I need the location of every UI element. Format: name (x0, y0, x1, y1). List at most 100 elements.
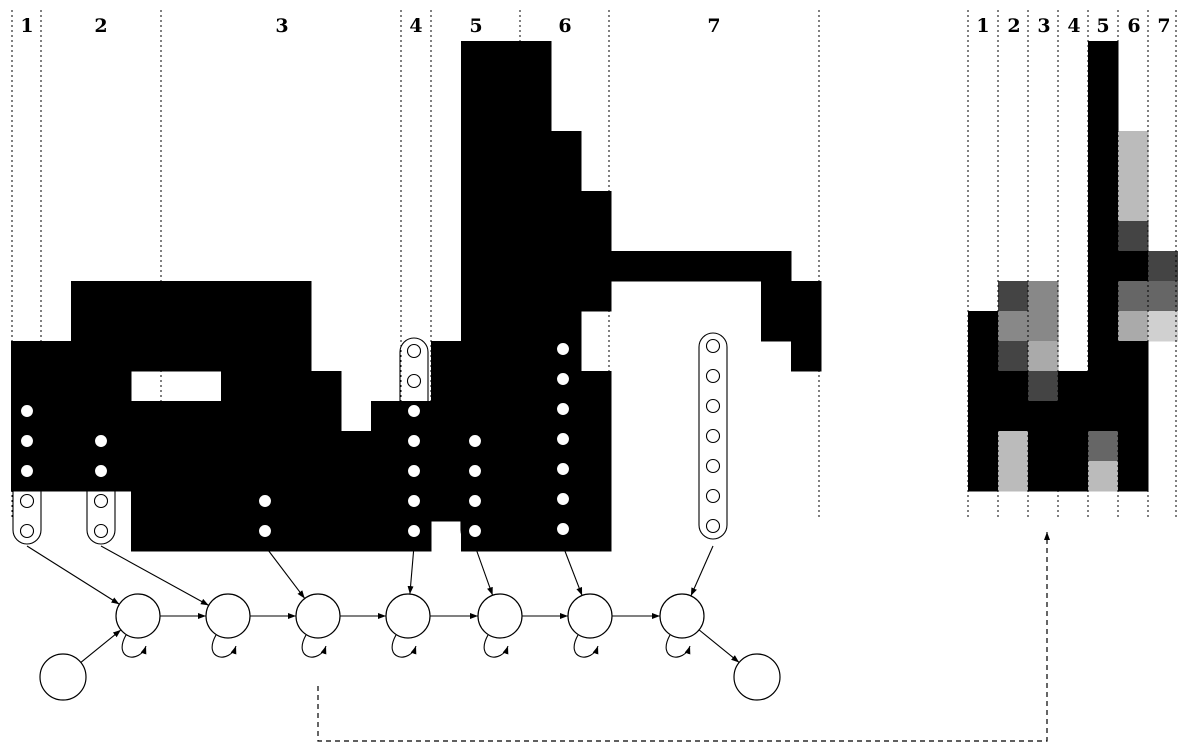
right-column-label-6: 6 (1127, 15, 1140, 37)
left-pixel (491, 191, 522, 222)
left-pixel (281, 311, 312, 342)
right-pixel (1088, 71, 1119, 102)
observation-circle (555, 521, 571, 537)
observation-circle (19, 403, 35, 419)
right-pixel (1058, 431, 1089, 462)
observation-circle (705, 368, 721, 384)
left-pixel (431, 491, 462, 522)
left-pixel (431, 371, 462, 402)
left-pixel (431, 461, 462, 492)
left-pixel (521, 311, 552, 342)
right-pixel (1088, 101, 1119, 132)
left-pixel (461, 281, 492, 312)
right-pixel (1088, 371, 1119, 402)
left-pixel (221, 311, 252, 342)
left-pixel (521, 491, 552, 522)
left-pixel (521, 101, 552, 132)
right-pixel (1148, 251, 1178, 282)
left-pixel (221, 461, 252, 492)
left-pixel (491, 401, 522, 432)
observation-circle (555, 491, 571, 507)
left-pixel (491, 341, 522, 372)
right-pixel (1028, 311, 1059, 342)
right-column-labels: 1 2 3 4 5 6 7 (976, 15, 1170, 37)
left-pixel (461, 341, 492, 372)
right-pixel (1088, 401, 1119, 432)
left-pixel (521, 131, 552, 162)
left-pixel (461, 251, 492, 282)
left-pixel (41, 461, 72, 492)
left-pixel (371, 431, 402, 462)
observation-circle (406, 403, 422, 419)
left-pixel (521, 401, 552, 432)
left-pixel (311, 371, 342, 402)
left-pixel (761, 281, 792, 312)
right-pixel (998, 461, 1029, 492)
left-pixel (161, 491, 192, 522)
observation-circle (257, 493, 273, 509)
left-pixel (161, 431, 192, 462)
start-state (39, 653, 87, 701)
left-pixel (221, 401, 252, 432)
left-pixel (191, 341, 222, 372)
left-pixel (761, 251, 792, 282)
left-pixel (251, 401, 282, 432)
left-column-label-2: 2 (94, 15, 107, 37)
emission-arrow (26, 545, 120, 605)
left-pixel (581, 281, 612, 312)
left-pixel (581, 431, 612, 462)
left-pixel (641, 251, 672, 282)
right-pixel (968, 431, 999, 462)
left-pixel (581, 491, 612, 522)
left-pixel (311, 521, 342, 552)
left-pixel (581, 251, 612, 282)
right-pixel (1118, 341, 1149, 372)
left-pixel (671, 251, 702, 282)
left-pixel (491, 281, 522, 312)
start-transition-arrow (80, 629, 122, 663)
left-pixel (221, 341, 252, 372)
observation-pill (250, 487, 280, 545)
left-pixel (161, 281, 192, 312)
right-pixel (998, 401, 1029, 432)
left-pixel (101, 431, 132, 462)
left-pixel (581, 221, 612, 252)
observation-circle (93, 463, 109, 479)
observation-pills (12, 332, 728, 545)
emission-arrow (264, 545, 306, 599)
left-pixel (221, 281, 252, 312)
left-pixel (71, 371, 102, 402)
emission-arrow (100, 545, 209, 606)
left-pixel (611, 251, 642, 282)
left-pixel (101, 341, 132, 372)
left-pixel (521, 341, 552, 372)
left-pixel (251, 281, 282, 312)
left-pixel (131, 311, 162, 342)
left-pixel (491, 71, 522, 102)
left-pixel (131, 461, 162, 492)
observation-circle (705, 428, 721, 444)
left-pixel (281, 341, 312, 372)
left-pixel (521, 41, 552, 72)
right-pixel (1118, 251, 1149, 282)
left-pixel (491, 371, 522, 402)
observation-circle (93, 433, 109, 449)
right-column-dividers (967, 10, 1177, 520)
right-pixel (1028, 401, 1059, 432)
left-pixel (191, 431, 222, 462)
left-pixel (101, 401, 132, 432)
observation-circle (705, 488, 721, 504)
left-column-label-4: 4 (409, 15, 422, 37)
hidden-state (295, 593, 341, 639)
left-pixel (461, 101, 492, 132)
left-pixel (371, 461, 402, 492)
left-pixel (461, 71, 492, 102)
right-pixel (1118, 371, 1149, 402)
right-pixel (1088, 281, 1119, 312)
right-pixel (968, 401, 999, 432)
self-loop-arrow (121, 634, 147, 658)
right-pixel (968, 341, 999, 372)
right-column-label-7: 7 (1157, 15, 1170, 37)
observation-circle (467, 523, 483, 539)
